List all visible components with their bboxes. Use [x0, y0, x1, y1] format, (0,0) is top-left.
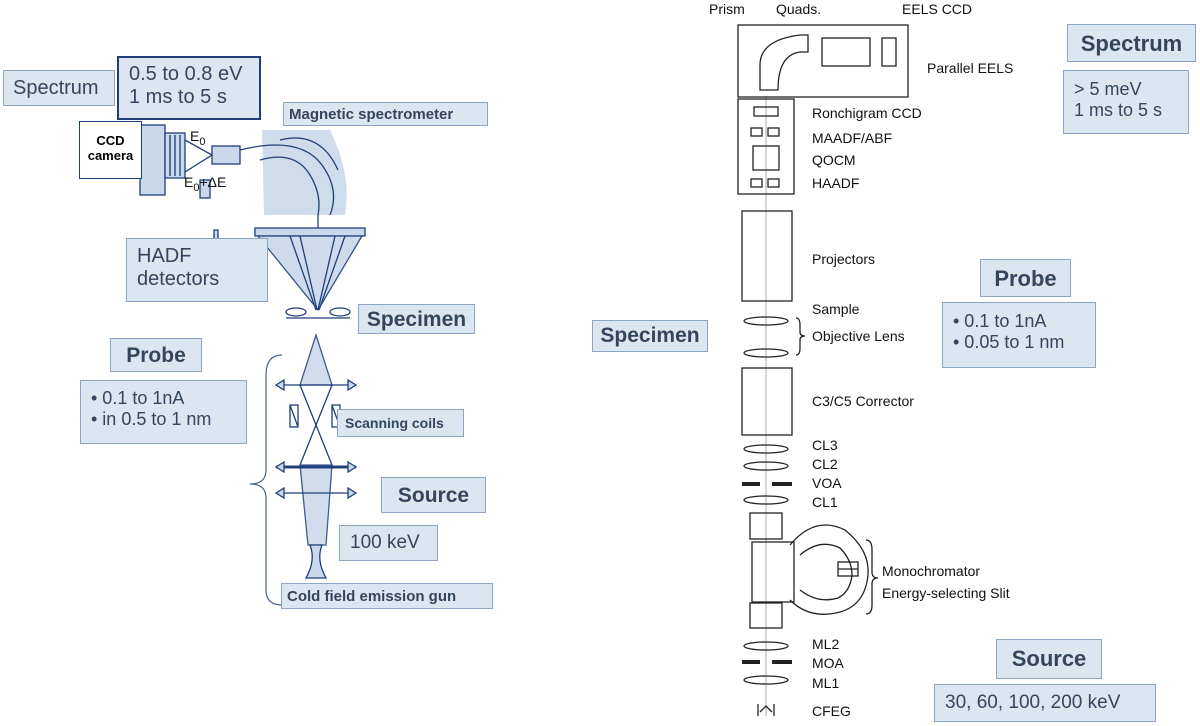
energy-e0-bottom: E0+ΔE [184, 174, 227, 194]
probe-brace [249, 354, 283, 606]
specimen-left [285, 307, 307, 317]
left-source-energy: 100 keV [339, 525, 438, 561]
detector-ronchigram: Ronchigram CCD [812, 105, 922, 121]
corrector-label: C3/C5 Corrector [812, 393, 914, 409]
cfeg-tip [757, 704, 775, 716]
sample-label: Sample [812, 301, 860, 317]
energy-e0-top: E0 [190, 128, 206, 148]
objective-lower [743, 348, 789, 358]
left-probe-title: Probe [110, 338, 202, 372]
monochromator-brace [865, 539, 879, 615]
right-source-title: Source [996, 639, 1102, 679]
prism-sector [759, 34, 809, 91]
cfeg-label: CFEG [812, 703, 851, 719]
right-source-energies: 30, 60, 100, 200 keV [934, 684, 1156, 722]
left-spectrum-values: 0.5 to 0.8 eV 1 ms to 5 s [117, 56, 261, 120]
cl1-label: CL1 [812, 494, 838, 510]
mono-lower-box [749, 602, 783, 629]
left-specimen-label: Specimen [358, 304, 475, 334]
magnet-outline [239, 144, 335, 216]
projectors-label: Projectors [812, 251, 876, 267]
left-spectrum-label: Spectrum [3, 70, 115, 106]
annular-detector-cone [256, 235, 364, 312]
quads-label: Quads. [776, 1, 822, 17]
ml1-lens [743, 675, 789, 685]
mono-body [751, 541, 795, 603]
detector-stack [737, 98, 795, 195]
cl3-lens [743, 444, 789, 454]
quadrupoles [821, 37, 871, 67]
energy-slit-block [199, 179, 211, 199]
left-microscope-schematic [139, 124, 366, 606]
right-spectrum-title: Spectrum [1067, 24, 1196, 62]
parallel-eels-label: Parallel EELS [927, 60, 1014, 76]
detector-qocm: QOCM [812, 152, 856, 168]
corrector-block [741, 367, 793, 436]
ml2-label: ML2 [812, 636, 840, 652]
objective-lens-label: Objective Lens [812, 328, 905, 344]
objective-upper [743, 316, 789, 326]
eels-ccd-label: EELS CCD [902, 1, 973, 17]
monochromator-label: Monochromator [882, 563, 981, 579]
voa-label: VOA [812, 475, 842, 491]
detector-haadf: HAADF [812, 175, 860, 191]
specimen-right [329, 307, 351, 317]
magnetic-spectrometer-label: Magnetic spectrometer [283, 102, 488, 126]
monochromator-arc-outer [789, 524, 869, 615]
right-probe-title: Probe [980, 259, 1071, 297]
cl2-lens [743, 461, 789, 471]
ml2-lens [743, 641, 789, 651]
left-probe-values: • 0.1 to 1nA • in 0.5 to 1 nm [80, 380, 247, 444]
prism-label: Prism [709, 1, 745, 17]
ccd-camera-label: CCD camera [79, 121, 142, 179]
scanning-coil-left [289, 404, 299, 428]
right-spectrum-values: > 5 meV 1 ms to 5 s [1063, 70, 1189, 134]
ml1-label: ML1 [812, 675, 840, 691]
cl2-label: CL2 [812, 456, 838, 472]
detector-stage [254, 227, 366, 237]
cl3-label: CL3 [812, 437, 838, 453]
beam-cone-lower [299, 464, 333, 546]
energy-slit-label: Energy-selecting Slit [882, 585, 1010, 601]
detector-maadf: MAADF/ABF [812, 130, 893, 146]
drift-tube [211, 145, 241, 165]
projector-lenses [741, 210, 793, 302]
right-probe-values: • 0.1 to 1nA • 0.05 to 1 nm [942, 302, 1096, 368]
objective-brace [795, 317, 806, 356]
cold-field-emission-gun-label: Cold field emission gun [281, 583, 493, 609]
left-source-title: Source [381, 477, 486, 513]
hadf-detectors-label: HADF detectors [126, 238, 268, 302]
right-specimen-label: Specimen [592, 320, 708, 352]
eels-ccd-element [881, 37, 897, 67]
spectrometer-assembly [139, 124, 347, 216]
mono-upper-box [749, 512, 783, 540]
cl1-lens [743, 495, 789, 505]
beam-cross [299, 384, 333, 466]
probe-column [274, 332, 358, 579]
moa-label: MOA [812, 655, 844, 671]
field-emission-tip [304, 544, 328, 579]
monochromator-arc-inner [799, 543, 853, 601]
eels-housing [737, 24, 909, 98]
hadf-and-specimen [213, 215, 366, 319]
scanning-coils-label: Scanning coils [337, 409, 464, 437]
